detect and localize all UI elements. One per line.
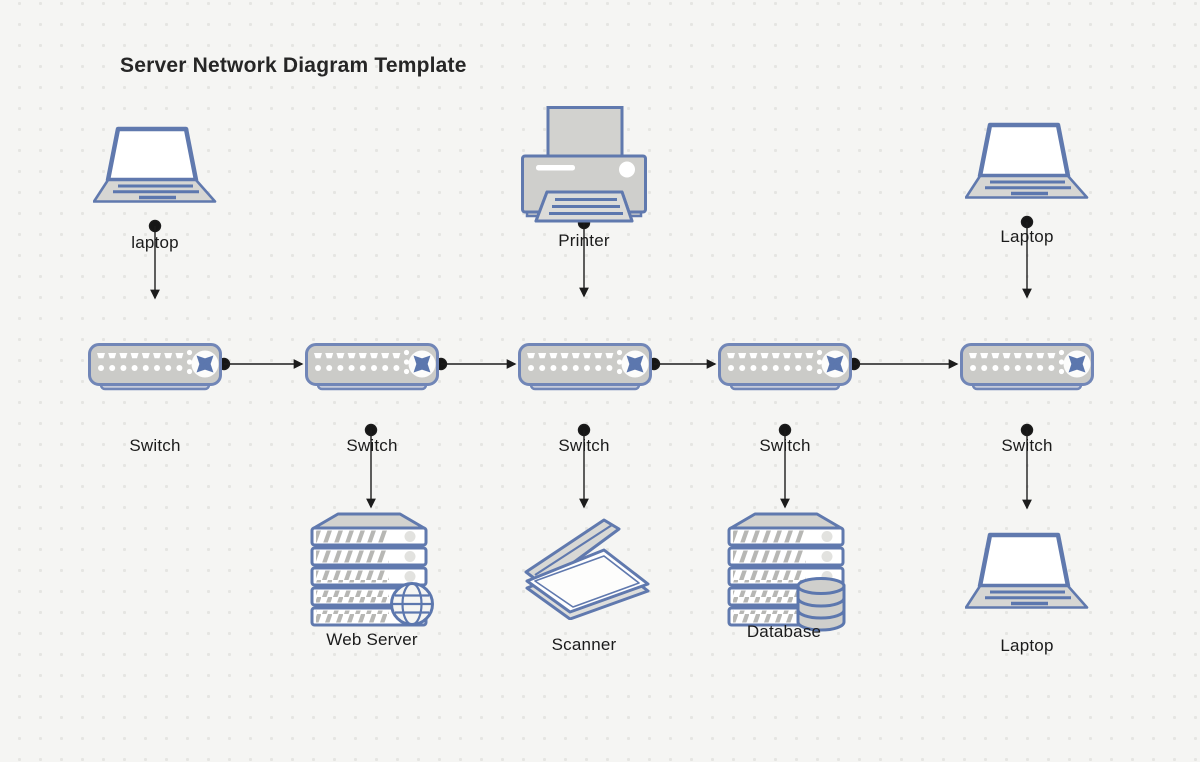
- node-switch1[interactable]: [88, 343, 222, 391]
- database-icon[interactable]: [727, 512, 853, 632]
- switch-icon[interactable]: [518, 343, 652, 391]
- laptop-icon[interactable]: [965, 532, 1090, 610]
- laptop-icon[interactable]: [965, 122, 1090, 200]
- node-laptop3-label[interactable]: Laptop: [1000, 636, 1054, 655]
- node-scanner1[interactable]: [518, 514, 650, 620]
- edge-switch2-switch3[interactable]: [434, 357, 517, 371]
- node-switch5[interactable]: [960, 343, 1094, 391]
- node-switch3[interactable]: [518, 343, 652, 391]
- node-database1-label[interactable]: Database: [746, 622, 822, 641]
- edge-switch5-laptop3[interactable]: [1020, 423, 1034, 510]
- edge-switch3-switch4[interactable]: [647, 357, 717, 371]
- node-laptop1[interactable]: [93, 126, 218, 204]
- edge-switch2-webserver[interactable]: [364, 423, 378, 509]
- node-switch3-label[interactable]: Switch: [558, 436, 610, 455]
- node-switch1-label[interactable]: Switch: [129, 436, 181, 455]
- edge-laptop1-switch1[interactable]: [148, 219, 162, 300]
- switch-icon[interactable]: [305, 343, 439, 391]
- node-laptop1-label[interactable]: laptop: [131, 233, 179, 252]
- globe-icon: [390, 582, 434, 626]
- node-switch2-label[interactable]: Switch: [346, 436, 398, 455]
- web-server-icon[interactable]: [310, 512, 436, 632]
- edge-switch4-database1[interactable]: [778, 423, 792, 509]
- edge-switch4-switch5[interactable]: [847, 357, 959, 371]
- edge-switch3-scanner1[interactable]: [577, 423, 591, 509]
- node-printer1[interactable]: [521, 106, 647, 224]
- node-webserver[interactable]: [310, 512, 436, 632]
- switch-icon[interactable]: [960, 343, 1094, 391]
- edge-printer1-switch3[interactable]: [577, 216, 591, 298]
- edge-laptop2-switch5[interactable]: [1020, 215, 1034, 299]
- printer-icon[interactable]: [521, 106, 647, 224]
- node-webserver-label[interactable]: Web Server: [326, 630, 418, 649]
- node-printer1-label[interactable]: Printer: [558, 231, 610, 250]
- node-laptop3[interactable]: [965, 532, 1090, 610]
- node-scanner1-label[interactable]: Scanner: [551, 635, 617, 654]
- edge-switch1-switch2[interactable]: [217, 357, 304, 371]
- laptop-icon[interactable]: [93, 126, 218, 204]
- node-database1[interactable]: [727, 512, 853, 632]
- node-laptop2[interactable]: [965, 122, 1090, 200]
- node-switch5-label[interactable]: Switch: [1001, 436, 1053, 455]
- node-switch4-label[interactable]: Switch: [759, 436, 811, 455]
- node-laptop2-label[interactable]: Laptop: [1000, 227, 1054, 246]
- node-switch2[interactable]: [305, 343, 439, 391]
- scanner-icon[interactable]: [518, 514, 650, 620]
- node-switch4[interactable]: [718, 343, 852, 391]
- switch-icon[interactable]: [718, 343, 852, 391]
- diagram-title[interactable]: Server Network Diagram Template: [120, 54, 467, 77]
- switch-icon[interactable]: [88, 343, 222, 391]
- cylinder-icon: [796, 577, 846, 632]
